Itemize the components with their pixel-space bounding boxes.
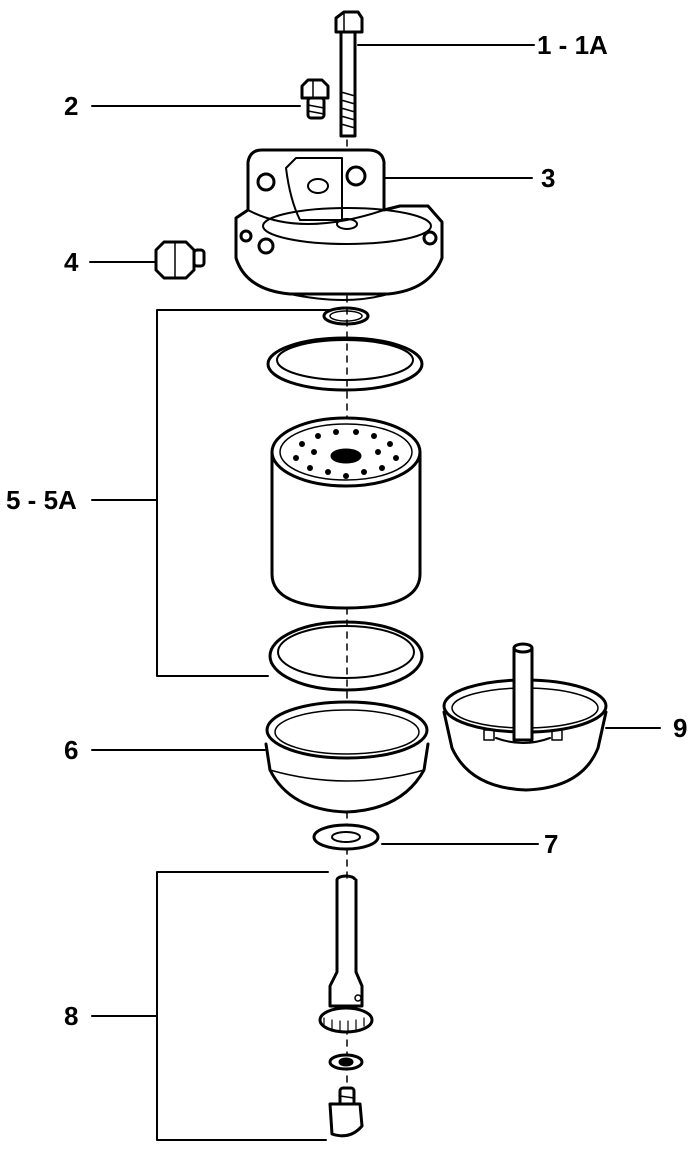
part-8-drain-screw <box>330 1088 362 1136</box>
part-5-lower-seal-ring <box>270 622 422 690</box>
callout-3: 3 <box>541 163 556 193</box>
part-1-long-bolt <box>336 12 362 136</box>
part-9-alternative-bowl <box>444 644 606 790</box>
part-6-sediment-bowl <box>266 702 428 812</box>
part-8-small-washer <box>330 1055 362 1069</box>
part-5-upper-seal-ring <box>268 338 422 390</box>
callout-5-5a: 5 - 5A <box>6 485 77 515</box>
callout-8: 8 <box>64 1001 79 1031</box>
callout-1-1a: 1 - 1A <box>537 30 608 60</box>
callout-9: 9 <box>673 713 688 743</box>
part-5-small-o-ring <box>324 308 368 324</box>
part-5-filter-element <box>272 418 420 608</box>
part-3-filter-head <box>236 150 442 300</box>
callout-6: 6 <box>64 735 79 765</box>
part-2-short-bolt <box>302 80 328 118</box>
part-8-center-tube <box>320 876 372 1032</box>
leader-lines <box>90 45 660 1140</box>
part-4-drain-plug <box>156 242 204 278</box>
part-7-washer <box>314 825 378 849</box>
callout-7: 7 <box>544 829 559 859</box>
callout-2: 2 <box>64 91 79 121</box>
callout-4: 4 <box>64 247 79 277</box>
